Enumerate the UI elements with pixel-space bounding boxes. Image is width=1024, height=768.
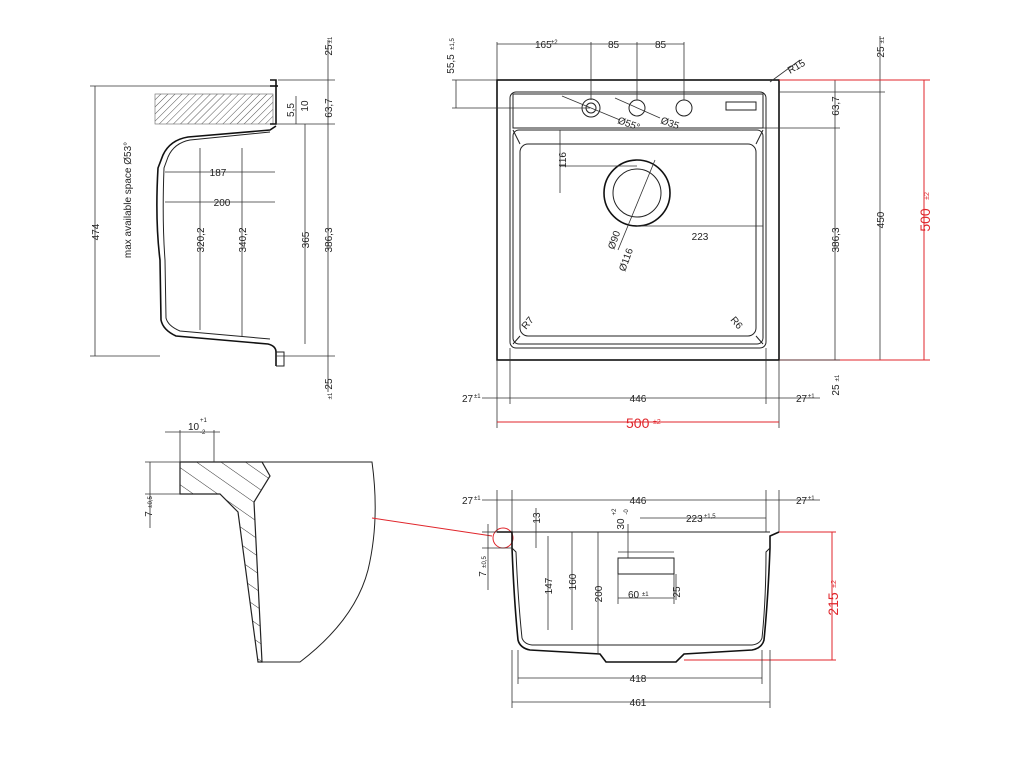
max-space-label: max available space Ø53°: [123, 142, 134, 258]
dim-223: 223: [692, 232, 709, 243]
dim-7-front-tol: ±0,5: [482, 556, 488, 568]
dim-7-detail: 7: [144, 511, 155, 517]
detail-marker: [492, 527, 514, 549]
dim-215: 215: [825, 592, 841, 616]
front-profile: [497, 531, 780, 663]
side-basin-profile: [156, 125, 277, 366]
dim-500-horizontal-tol: ±2: [653, 419, 661, 426]
dim-386-3: 386,3: [324, 227, 335, 252]
detail-section: [179, 461, 271, 663]
dim-27-front-left: 27: [462, 496, 474, 507]
dim-386-3-top: 386,3: [831, 227, 842, 252]
dim-215-tol: ±2: [831, 580, 838, 588]
dim-30-tol-dn: -0: [624, 509, 630, 515]
dim-223-front-tol: ±1,5: [704, 514, 716, 520]
dim-474: 474: [91, 223, 102, 240]
dim-10-tol-up: +1: [200, 418, 208, 424]
dim-340-2: 340,2: [238, 227, 249, 252]
dim-365: 365: [301, 231, 312, 248]
sink-outline: [496, 79, 780, 361]
dim-160: 160: [568, 573, 579, 590]
dim-25-bottom-right: 25: [831, 384, 842, 396]
dim-500-horizontal: 500: [626, 415, 650, 431]
dim-25-top-tol: ±1: [328, 36, 334, 43]
dim-418: 418: [630, 674, 647, 685]
dim-r6: R6: [728, 315, 745, 332]
overflow-box: [617, 557, 675, 575]
dim-dia116: Ø116: [617, 247, 636, 273]
dim-320-2: 320,2: [196, 227, 207, 252]
dim-25-top-right: 25: [876, 46, 887, 58]
dim-25-front: 25: [672, 586, 683, 598]
detail-arc: [262, 461, 376, 663]
dim-461: 461: [630, 698, 647, 709]
drain-outer: [603, 159, 671, 227]
dim-7-detail-tol: ±0,5: [148, 496, 154, 508]
dim-27-right-tol: ±1: [808, 394, 815, 400]
tap-hole-3: [675, 99, 693, 117]
dim-27-left-tol: ±1: [474, 394, 481, 400]
dim-27-left: 27: [462, 394, 474, 405]
dim-5-5: 5,5: [286, 103, 297, 117]
dim-25-top: 25: [324, 44, 335, 56]
dim-10-tol-dn: -2: [200, 430, 206, 436]
dim-13: 13: [532, 512, 543, 524]
dim-25-bottom-tol: ±1: [328, 392, 334, 399]
dim-85-a: 85: [608, 40, 620, 51]
dim-446-front: 446: [630, 496, 647, 507]
dim-25-top-right-tol: ±1: [880, 36, 886, 43]
dim-165: 165: [535, 40, 552, 51]
dim-30: 30: [616, 518, 627, 530]
dim-27-right: 27: [796, 394, 808, 405]
countertop-hatch: [154, 93, 274, 125]
dim-60-tol: ±1: [642, 592, 649, 598]
dim-116: 116: [558, 152, 569, 168]
dim-27-front-right-tol: ±1: [808, 496, 815, 502]
dim-r7: R7: [520, 315, 537, 332]
dim-200: 200: [214, 198, 231, 209]
dim-27-front-right: 27: [796, 496, 808, 507]
dim-63-7-top: 63,7: [831, 96, 842, 116]
dim-10-detail: 10: [188, 422, 200, 433]
dim-63-7: 63,7: [324, 98, 335, 118]
dim-25-bottom-right-tol: ±1: [835, 374, 841, 381]
dim-60: 60: [628, 590, 640, 601]
drain-inner: [612, 168, 662, 218]
overflow-slot: [725, 101, 757, 111]
dim-187: 187: [210, 168, 227, 179]
dim-dia55: Ø55°: [616, 115, 641, 133]
dim-446: 446: [630, 394, 647, 405]
dim-450: 450: [876, 211, 887, 228]
dim-55-5-tol: ±1,5: [450, 38, 456, 50]
top-view: 165 ±2 85 85 55,5 ±1,5 R15 Ø55° Ø35 116 …: [446, 36, 933, 431]
dim-500-vertical: 500: [917, 208, 933, 232]
dim-27-front-left-tol: ±1: [474, 496, 481, 502]
dim-165-tol: ±2: [551, 40, 558, 46]
dim-10: 10: [300, 100, 311, 112]
dim-r15: R15: [786, 58, 808, 77]
side-view: 474 max available space Ø53° 187 200 320…: [90, 36, 335, 399]
dim-7-front: 7: [478, 571, 489, 577]
dim-223-front: 223: [686, 514, 703, 525]
detail-view: 10 +1 -2 7 ±0,5: [144, 418, 493, 663]
dim-25-bottom: 25: [324, 378, 335, 390]
dim-dia90: Ø90: [606, 229, 623, 251]
front-view: 27 ±1 446 27 ±1 13 30 +2 -0 223 ±1,5 7 ±…: [462, 490, 841, 709]
dim-147: 147: [544, 577, 555, 594]
dim-500-vertical-tol: ±2: [924, 192, 931, 200]
dim-85-b: 85: [655, 40, 667, 51]
dim-200-front: 200: [594, 585, 605, 602]
dim-55-5: 55,5: [446, 54, 457, 74]
dim-30-tol-up: +2: [612, 508, 618, 516]
